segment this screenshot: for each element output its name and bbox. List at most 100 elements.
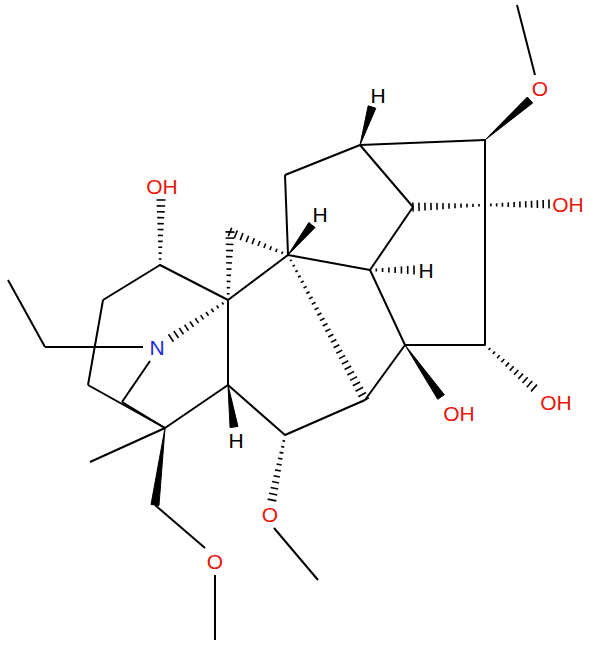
hash-stroke — [336, 350, 342, 353]
bond-line — [274, 528, 318, 580]
hash-stroke — [277, 464, 282, 465]
hash-stroke — [274, 476, 280, 477]
hash-stroke — [342, 361, 348, 364]
bond-line — [484, 205, 486, 345]
hash-stroke — [206, 312, 209, 316]
hash-stroke — [252, 238, 254, 244]
hash-stroke — [388, 268, 390, 273]
hash-stroke — [246, 236, 249, 242]
hash-stroke — [226, 268, 231, 270]
hash-stroke — [268, 499, 277, 501]
hash-stroke — [361, 398, 369, 402]
hash-stroke — [283, 440, 286, 442]
hash-stroke — [278, 457, 282, 459]
hash-stroke — [507, 202, 509, 207]
hash-stroke — [185, 325, 189, 331]
hash-stroke — [234, 230, 237, 238]
hash-stroke — [375, 269, 377, 272]
bond-line — [155, 505, 205, 548]
hash-stroke — [226, 243, 234, 245]
hashed-bond — [287, 255, 369, 403]
hash-stroke — [314, 308, 318, 310]
bond-line — [360, 145, 413, 207]
hashed-bond — [226, 232, 235, 300]
hash-stroke — [525, 201, 527, 207]
hash-stroke — [513, 202, 515, 207]
hash-stroke — [353, 382, 360, 386]
hash-stroke — [490, 204, 492, 207]
hash-stroke — [358, 393, 366, 397]
bond-line — [288, 255, 370, 270]
hash-stroke — [501, 359, 504, 362]
hash-stroke — [317, 313, 321, 315]
hash-stroke — [304, 286, 307, 288]
atom-label: OH — [551, 194, 585, 215]
bond-line — [122, 402, 165, 428]
bond-line — [360, 140, 485, 145]
hash-stroke — [201, 315, 204, 319]
hash-stroke — [334, 345, 340, 348]
hash-stroke — [179, 328, 183, 334]
hash-stroke — [527, 381, 533, 387]
wedge-bond — [151, 428, 165, 506]
bond-line — [227, 300, 229, 385]
hash-stroke — [382, 268, 384, 272]
hash-stroke — [293, 265, 295, 266]
hash-stroke — [270, 246, 272, 250]
hash-stroke — [269, 493, 277, 495]
hash-stroke — [519, 202, 521, 208]
hash-stroke — [195, 318, 198, 323]
hash-stroke — [159, 252, 162, 254]
hash-stroke — [424, 203, 426, 211]
atom-label: H — [369, 85, 386, 106]
hash-stroke — [290, 260, 292, 261]
hash-stroke — [157, 217, 164, 219]
hash-stroke — [460, 204, 462, 208]
atom-label: H — [227, 430, 244, 451]
hash-stroke — [466, 204, 468, 208]
hash-stroke — [325, 329, 330, 332]
atom-label: O — [531, 78, 549, 99]
bond-line — [88, 300, 103, 385]
hash-stroke — [418, 203, 420, 211]
hash-stroke — [312, 302, 316, 304]
atom-label: OH — [539, 392, 573, 413]
hash-stroke — [157, 205, 165, 207]
hashed-bond — [484, 344, 537, 391]
hash-stroke — [280, 452, 284, 454]
hash-stroke — [158, 229, 164, 231]
hash-stroke — [518, 374, 523, 379]
hashed-bond — [157, 200, 166, 265]
hash-stroke — [157, 211, 165, 213]
hash-stroke — [523, 377, 528, 383]
hash-stroke — [454, 203, 456, 208]
hash-stroke — [295, 270, 297, 271]
hash-stroke — [489, 348, 491, 350]
hashed-bond — [169, 299, 229, 342]
hash-stroke — [347, 371, 354, 375]
bond-line — [214, 575, 216, 640]
bond-line — [285, 145, 360, 175]
hash-stroke — [413, 266, 415, 275]
hash-stroke — [158, 235, 163, 237]
hash-stroke — [436, 203, 438, 210]
bond-line — [122, 361, 150, 402]
hash-stroke — [276, 249, 277, 252]
atom-label: H — [311, 204, 328, 225]
bond-line — [103, 265, 160, 300]
wedge-bond — [288, 223, 315, 255]
bond-line — [88, 385, 165, 428]
hash-stroke — [226, 237, 234, 239]
hash-stroke — [323, 324, 328, 327]
hash-stroke — [394, 267, 396, 273]
bond-line — [228, 385, 285, 435]
hash-stroke — [309, 297, 313, 299]
hash-stroke — [472, 204, 474, 207]
hash-stroke — [430, 203, 432, 210]
hash-stroke — [531, 201, 533, 208]
atom-label: OH — [145, 176, 179, 197]
hash-stroke — [548, 200, 550, 209]
hash-stroke — [442, 203, 444, 209]
